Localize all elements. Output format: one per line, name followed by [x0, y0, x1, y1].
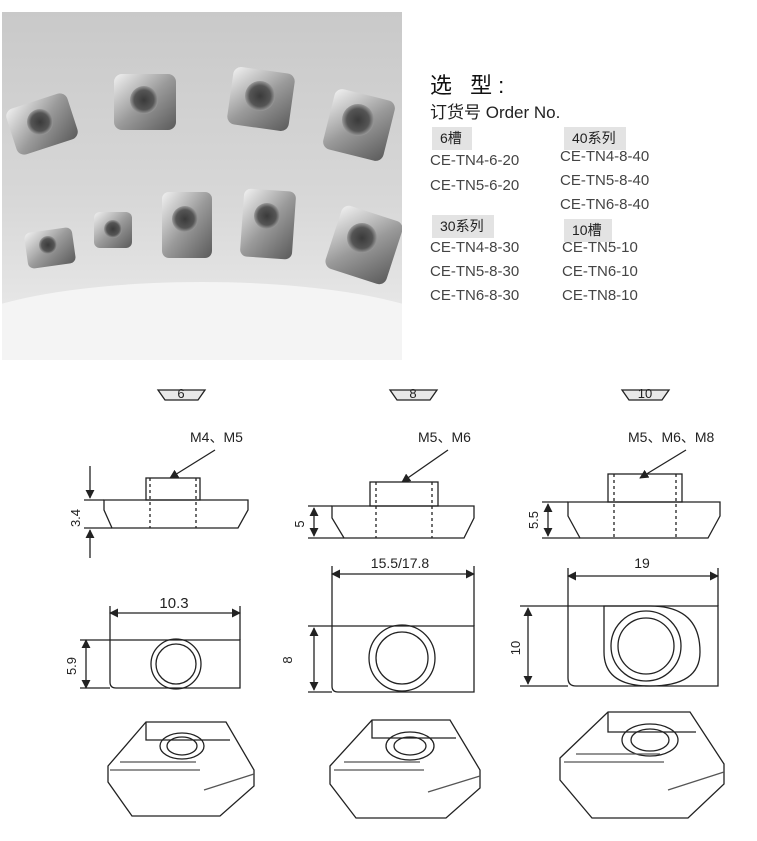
group-label-6: 6槽	[432, 127, 472, 150]
height-label: 5	[292, 520, 307, 527]
code-item: CE-TN6-10	[562, 263, 638, 280]
code-item: CE-TN5-8-30	[430, 263, 520, 280]
drawing-slot-6: 6 M4、M5 3.4 10.3	[64, 386, 255, 817]
depth-label: 8	[280, 656, 295, 663]
height-label: 5.5	[526, 511, 541, 529]
drawing-slot-10: 10 M5、M6、M8 5.5 19 10	[508, 386, 725, 819]
code-item: CE-TN4-8-40	[560, 148, 650, 165]
width-label: 15.5/17.8	[371, 555, 430, 571]
code-item: CE-TN4-6-20	[430, 152, 520, 169]
depth-label: 5.9	[64, 657, 79, 675]
slot-label: 8	[409, 386, 416, 401]
slot-label: 10	[638, 386, 652, 401]
thread-label: M5、M6	[418, 429, 471, 445]
group-label-10: 10槽	[564, 219, 612, 242]
code-item: CE-TN5-10	[562, 239, 638, 256]
thread-label: M4、M5	[190, 429, 243, 445]
selection-title: 选 型:	[430, 73, 511, 98]
depth-label: 10	[508, 641, 523, 655]
height-label: 3.4	[68, 509, 83, 527]
slot-label: 6	[177, 386, 184, 401]
technical-drawings: 6 M4、M5 3.4 10.3	[0, 370, 757, 836]
drawing-slot-8: 8 M5、M6 5 15.5/17.8 8	[280, 386, 481, 819]
code-item: CE-TN6-8-40	[560, 196, 650, 213]
width-label: 10.3	[159, 595, 188, 612]
order-info: 选 型: 订货号 Order No. 6槽 CE-TN4-6-20 CE-TN5…	[430, 62, 750, 322]
product-photo	[2, 12, 402, 360]
code-item: CE-TN4-8-30	[430, 239, 520, 256]
width-label: 19	[634, 555, 650, 571]
group-label-40: 40系列	[564, 127, 626, 150]
code-item: CE-TN8-10	[562, 287, 638, 304]
thread-label: M5、M6、M8	[628, 429, 715, 445]
group-label-30: 30系列	[432, 215, 494, 238]
code-item: CE-TN6-8-30	[430, 287, 520, 304]
code-item: CE-TN5-6-20	[430, 177, 520, 194]
order-number-label: 订货号 Order No.	[430, 103, 561, 122]
code-item: CE-TN5-8-40	[560, 172, 650, 189]
